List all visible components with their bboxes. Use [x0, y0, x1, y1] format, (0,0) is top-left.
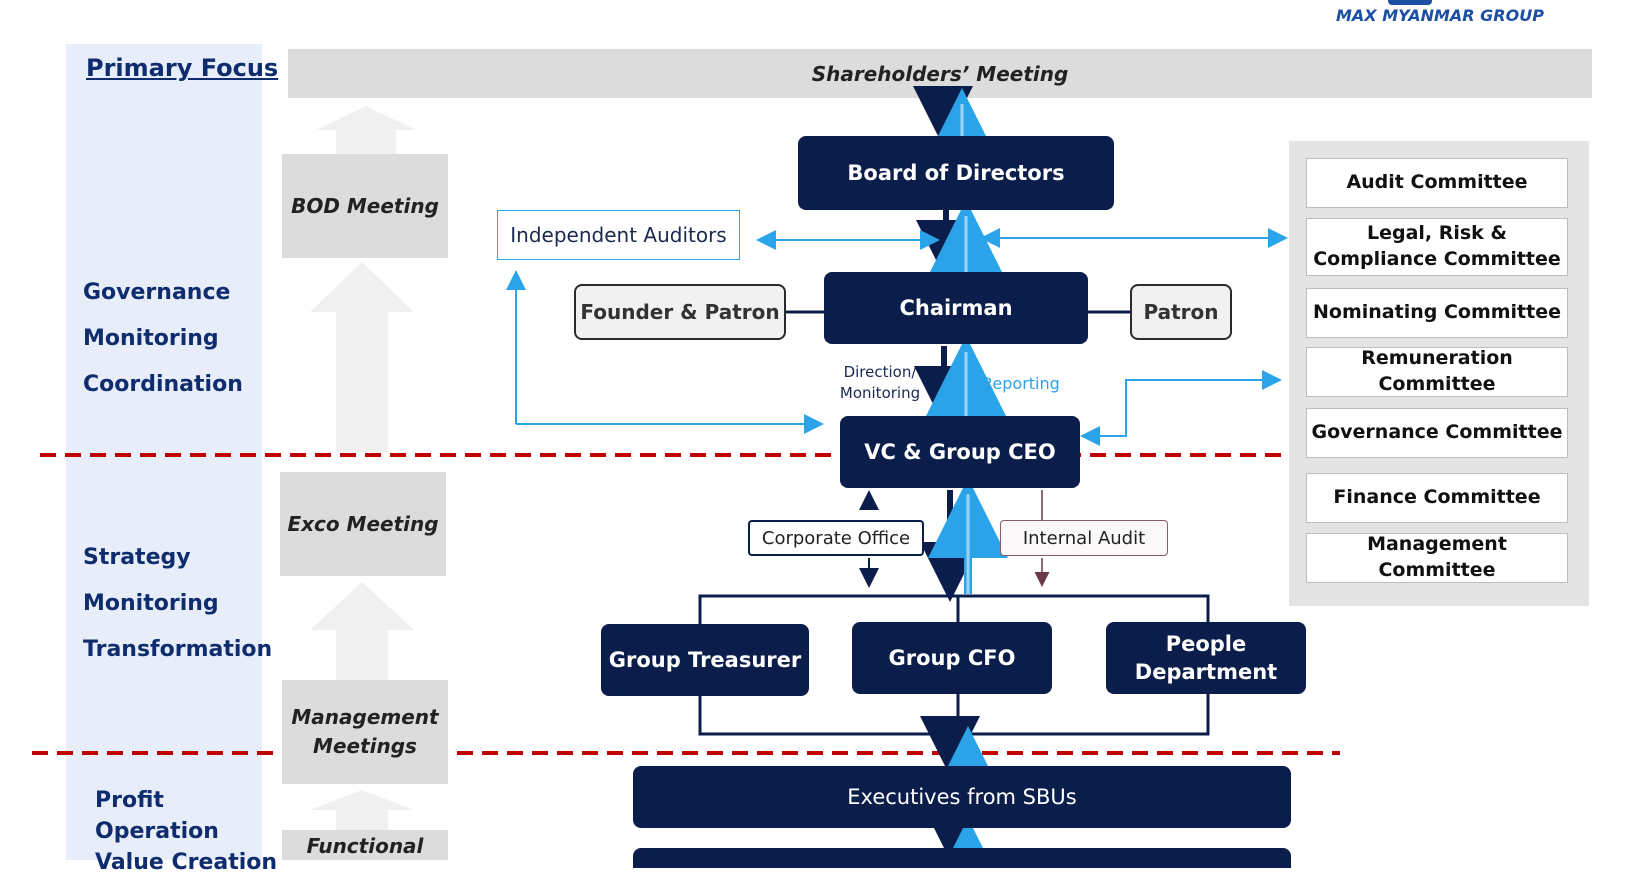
- reporting-label: Reporting: [982, 374, 1060, 393]
- nominating-committee: Nominating Committee: [1306, 288, 1568, 338]
- remuneration-committee: Remuneration Committee: [1306, 347, 1568, 397]
- primary-focus-panel: [66, 44, 262, 860]
- focus-profit: Profit: [95, 788, 164, 813]
- executives-sbu-box: Executives from SBUs: [633, 766, 1291, 828]
- focus-governance: Governance: [83, 280, 231, 305]
- management-committee: Management Committee: [1306, 533, 1568, 583]
- up-arrow-1: [316, 106, 416, 155]
- internal-audit-box: Internal Audit: [1000, 520, 1168, 556]
- patron-box: Patron: [1130, 284, 1232, 340]
- brand-name: MAX MYANMAR GROUP: [1336, 6, 1544, 25]
- corporate-office-box: Corporate Office: [748, 520, 924, 556]
- bod-meeting-box: BOD Meeting: [282, 154, 448, 258]
- audit-committee: Audit Committee: [1306, 158, 1568, 208]
- functional-meeting-box: Functional: [282, 830, 448, 860]
- finance-committee: Finance Committee: [1306, 473, 1568, 523]
- brand-logo-mark: [1388, 0, 1432, 5]
- focus-coordination: Coordination: [83, 372, 243, 397]
- board-of-directors-box: Board of Directors: [798, 136, 1114, 210]
- governance-committee: Governance Committee: [1306, 408, 1568, 458]
- focus-operation: Operation: [95, 819, 219, 844]
- up-arrow-4: [310, 790, 414, 834]
- focus-strategy: Strategy: [83, 545, 191, 570]
- vc-group-ceo-box: VC & Group CEO: [840, 416, 1080, 488]
- independent-auditors-box: Independent Auditors: [497, 210, 740, 260]
- primary-focus-title: Primary Focus: [86, 54, 279, 82]
- up-arrow-2: [310, 262, 414, 452]
- legal-risk-compliance-committee: Legal, Risk & Compliance Committee: [1306, 218, 1568, 276]
- bottom-navy-bar: [633, 848, 1291, 868]
- focus-monitoring-1: Monitoring: [83, 326, 219, 351]
- group-treasurer-box: Group Treasurer: [601, 624, 809, 696]
- direction-monitoring-label: Direction/ Monitoring: [839, 363, 921, 402]
- people-department-box: People Department: [1106, 622, 1306, 694]
- management-meetings-box: Management Meetings: [282, 680, 448, 784]
- focus-monitoring-2: Monitoring: [83, 591, 219, 616]
- exco-meeting-box: Exco Meeting: [280, 472, 446, 576]
- chairman-box: Chairman: [824, 272, 1088, 344]
- group-cfo-box: Group CFO: [852, 622, 1052, 694]
- founder-patron-box: Founder & Patron: [574, 284, 786, 340]
- focus-transformation: Transformation: [83, 637, 273, 662]
- up-arrow-3: [310, 582, 414, 682]
